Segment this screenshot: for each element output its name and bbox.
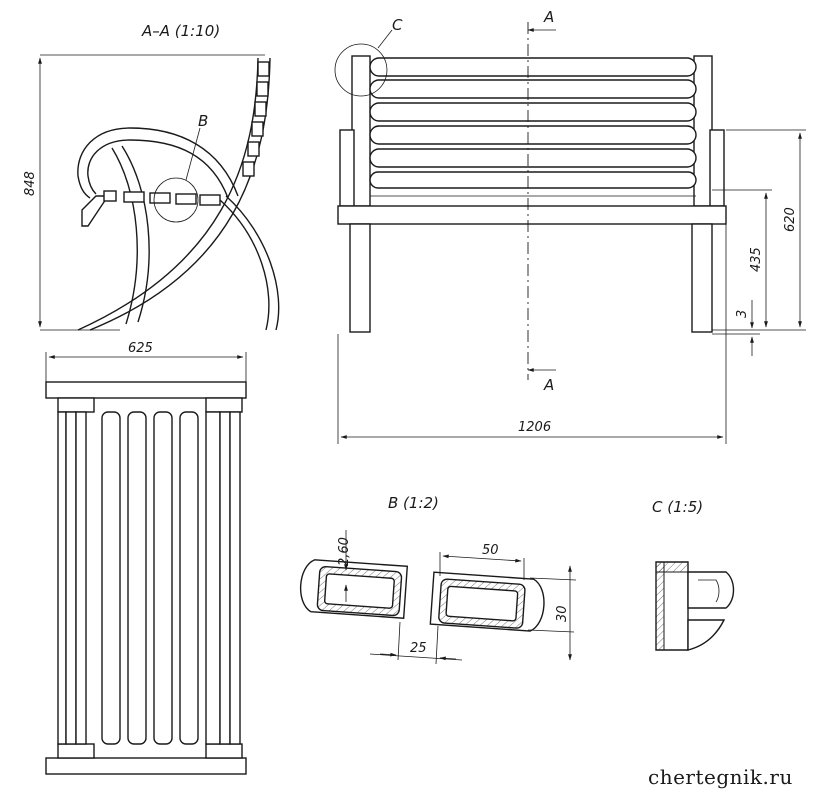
detail-b-title: B (1:2) — [388, 494, 439, 512]
detail-b-view: B (1:2) 2,60 50 30 25 — [299, 494, 577, 665]
top-post-bl — [57, 743, 95, 759]
dim-1206: 1206 — [518, 420, 551, 435]
front-leg — [111, 147, 138, 325]
arm-left — [339, 129, 355, 207]
top-slats — [57, 411, 241, 745]
top-post-tr — [205, 397, 243, 413]
top-post-tl — [57, 397, 95, 413]
top-post-br — [205, 743, 243, 759]
top-slat-section — [687, 571, 735, 609]
dim-25: 25 — [410, 641, 427, 656]
front-leg-inner — [121, 145, 150, 323]
dim-435: 435 — [749, 247, 764, 272]
back-post-left — [351, 55, 371, 207]
section-marker-bottom: A — [543, 376, 554, 394]
rear-leg — [219, 199, 270, 331]
ref-c-label: C — [392, 16, 403, 34]
section-a-view: A–A (1:10) — [23, 22, 280, 331]
top-view: 625 — [45, 341, 247, 775]
back-slats-front — [369, 57, 697, 197]
dim-3: 3 — [735, 310, 750, 318]
detail-c-title: C (1:5) — [652, 498, 703, 516]
watermark: chertegnik.ru — [648, 765, 793, 789]
curved-slat-section — [687, 619, 726, 651]
back-frame-outer — [89, 57, 271, 331]
ref-b-label: B — [198, 112, 208, 130]
rear-leg-inner — [225, 195, 280, 331]
back-slats — [242, 61, 270, 177]
dim-848: 848 — [23, 171, 38, 196]
front-view: C A A 1206 620 435 3 — [334, 8, 806, 444]
detail-b-circle — [153, 177, 199, 223]
dim-wall: 2,60 — [337, 537, 352, 566]
dim-30: 30 — [555, 605, 570, 622]
detail-c-view: C (1:5) — [652, 498, 735, 651]
back-frame-inner — [77, 57, 259, 331]
top-frame-top — [45, 381, 247, 399]
dim-620: 620 — [783, 207, 798, 232]
armrest-loop — [77, 127, 239, 199]
section-marker-top: A — [543, 8, 554, 26]
dim-625: 625 — [128, 341, 153, 356]
seat-slats — [81, 190, 221, 227]
seat-front — [337, 205, 727, 225]
section-a-title: A–A (1:10) — [141, 22, 220, 40]
arm-right — [709, 129, 725, 207]
back-post-right — [693, 55, 713, 207]
top-frame-bottom — [45, 757, 247, 775]
detail-c-circle — [334, 43, 388, 97]
leg-right — [691, 223, 713, 333]
armrest-loop-inner — [87, 139, 229, 199]
leg-left — [349, 223, 371, 333]
dim-50: 50 — [482, 543, 499, 558]
